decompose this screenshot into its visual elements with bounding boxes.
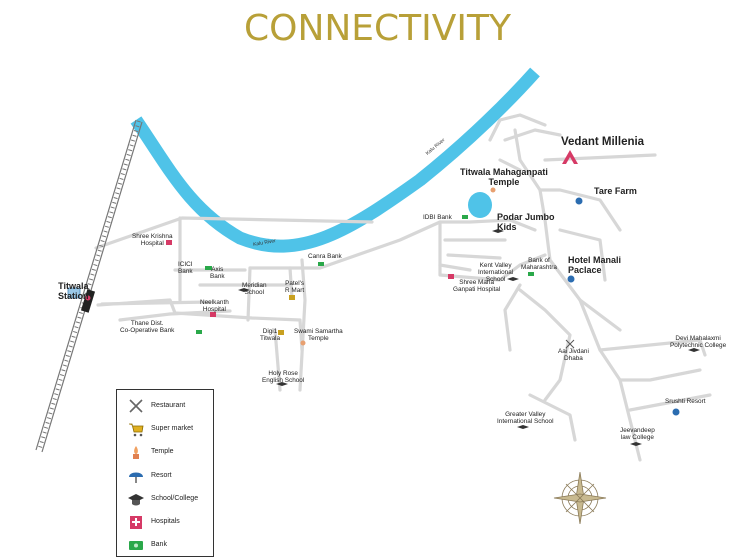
kalu-river [130, 67, 540, 253]
bom-label: Bank of Maharashtra [521, 257, 557, 272]
jeevandeep-label: Jeevandeep law College [620, 427, 655, 442]
legend-row-supermarket: Super market [127, 419, 213, 439]
devi-label: Devi Mahalaxmi Polytechnic College [670, 335, 727, 350]
patels-label: Patel's R Mart [285, 280, 305, 295]
legend-row-resort: Resort [127, 466, 213, 486]
legend-row-temple: Temple [127, 442, 213, 462]
legend-row-hospital: Hospitals [127, 512, 213, 532]
legend-label: Resort [151, 472, 172, 479]
legend-label: Hospitals [151, 518, 180, 525]
railway [35, 119, 143, 453]
titwala-station-label: Titwala Station [58, 281, 89, 301]
map-legend: Restaurant Super market Temple Resort Sc… [116, 389, 214, 557]
titwala-temple-label: Titwala Mahaganpati Temple [460, 167, 548, 187]
station-marker [80, 289, 96, 313]
school-icon [128, 494, 144, 506]
greater-valley-label: Greater Valley International School [497, 411, 554, 426]
tare-farm-label: Tare Farm [594, 186, 637, 196]
kent-label: Kent Valley International School [478, 262, 514, 284]
legend-row-restaurant: Restaurant [127, 396, 213, 416]
hotel-manali-label: Hotel Manali Paclace [568, 255, 622, 275]
legend-label: Restaurant [151, 402, 186, 409]
thane-label: Thane Dist. Co-Operative Bank [120, 320, 175, 335]
hospital-icon [130, 516, 142, 529]
lake [468, 192, 492, 218]
legend-row-bank: Bank [127, 535, 213, 555]
legend-row-school: School/College [127, 489, 213, 509]
canra-label: Canra Bank [308, 253, 342, 260]
compass-rose [553, 471, 607, 525]
page-title: CONNECTIVITY [243, 8, 512, 49]
srushti-label: Srushti Resort [665, 398, 706, 405]
shree-maha-label: Shree Maha Ganpati Hospital [453, 279, 501, 294]
resort-icon [129, 472, 143, 483]
shree-krishna-label: Shree Krishna Hospital [132, 233, 173, 248]
legend-label: School/College [151, 495, 199, 502]
restaurant-icon [129, 399, 143, 413]
neelkanth-label: Neelkanth Hospital [200, 299, 229, 314]
axis-label: Axis Bank [210, 266, 225, 281]
holy-rose-label: Holy Rose English School [262, 370, 305, 385]
legend-label: Temple [151, 448, 174, 455]
temple-icon [133, 446, 139, 459]
icici-label: ICICI Bank [178, 261, 193, 276]
legend-label: Super market [151, 425, 194, 432]
project-marker [562, 150, 578, 164]
meridian-label: Meridian School [242, 282, 267, 297]
idbi-label: IDBI Bank [423, 214, 452, 221]
legend-label: Bank [151, 541, 167, 548]
map-icons [67, 187, 700, 446]
swami-label: Swami Samartha Temple [294, 328, 343, 343]
aai-jivdani-label: Aai Jivdani Dhaba [558, 348, 589, 363]
supermarket-icon [129, 423, 144, 437]
digi-label: Digi1 Titwala [260, 328, 281, 343]
podar-label: Podar Jumbo Kids [497, 212, 555, 232]
bank-icon [129, 541, 143, 550]
project-label: Vedant Millenia [561, 136, 645, 148]
